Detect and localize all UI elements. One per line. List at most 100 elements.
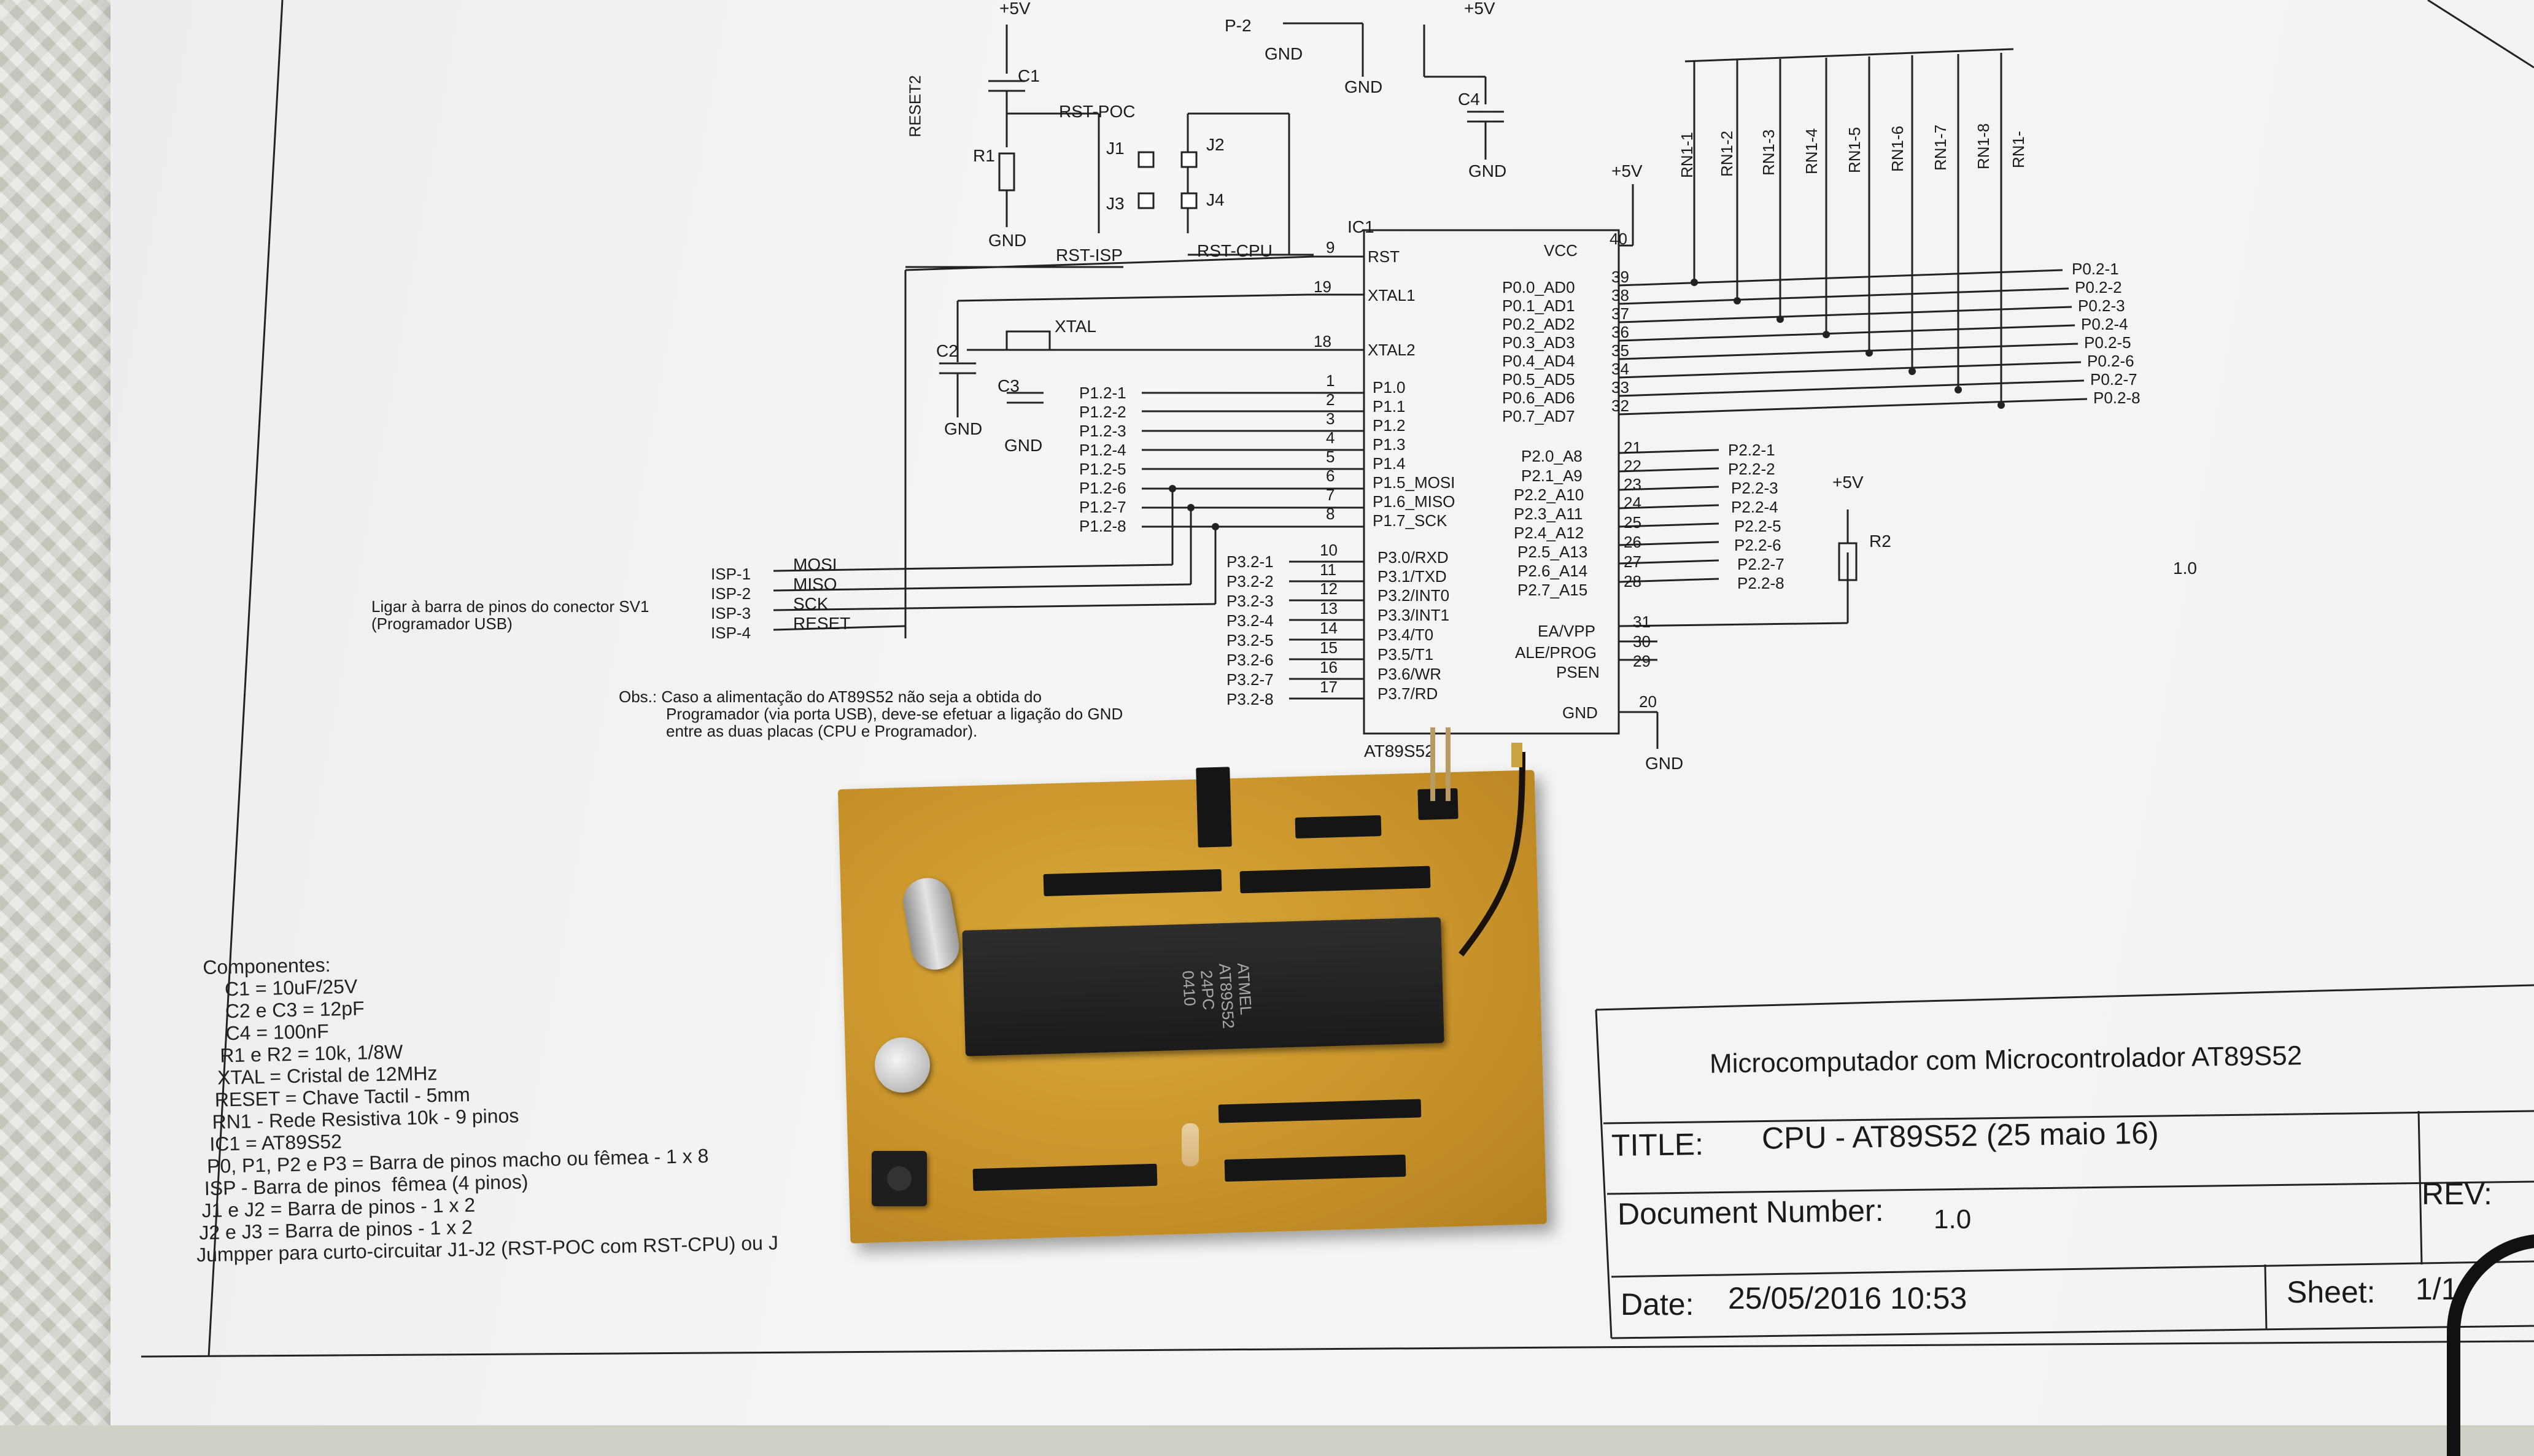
ic-pin-name: P1.7_SCK	[1373, 511, 1447, 530]
ic-pin-name: P1.0	[1373, 378, 1406, 397]
ic-pin-num: 39	[1611, 268, 1629, 286]
p0-label: P0.2-5	[2084, 333, 2131, 352]
resistor-component	[1182, 1123, 1199, 1166]
ic-pin-num: 20	[1639, 692, 1657, 711]
j1-label: J1	[1106, 139, 1125, 158]
date-label: Date:	[1621, 1287, 1694, 1322]
sheet-value: 1/1	[2416, 1272, 2458, 1306]
p0-label: P0.2-2	[2075, 278, 2122, 296]
p3-label: P3.2-4	[1226, 611, 1274, 630]
p1-label: P1.2-4	[1079, 441, 1126, 459]
isp-pin-label: ISP-4	[711, 624, 751, 642]
reset-tactile-button[interactable]	[872, 1151, 927, 1206]
ic-pin-name: P1.2	[1373, 416, 1406, 435]
ic-pin-name: XTAL1	[1368, 286, 1416, 304]
frame-bottom-edge	[141, 1340, 2534, 1358]
ic-pin-name: P0.4_AD4	[1502, 352, 1575, 370]
ic-pin-name: P3.3/INT1	[1377, 606, 1450, 624]
power-wire	[1459, 743, 1525, 957]
date-value: 25/05/2016 10:53	[1728, 1281, 1967, 1315]
ic-pin-num: 2	[1326, 390, 1335, 409]
xtal-label: XTAL	[1055, 317, 1096, 336]
r1-label: R1	[973, 146, 995, 165]
ic-pin-num: 22	[1624, 457, 1641, 475]
j3-label: J3	[1106, 194, 1125, 213]
rev-label: REV:	[2422, 1177, 2492, 1211]
chip-code: 24PC	[1197, 969, 1219, 1011]
sheet-label: Sheet:	[2287, 1275, 2376, 1309]
ic-pin-num: 11	[1320, 560, 1336, 579]
ic-pin-name: P0.1_AD1	[1502, 296, 1575, 315]
plus5v-label-reset: +5V	[999, 0, 1031, 18]
rst-isp-label: RST-ISP	[1056, 246, 1123, 265]
gnd-label-ic: GND	[1645, 754, 1684, 773]
ic-pin-name: P2.7_A15	[1517, 581, 1588, 599]
ic-pin-name: P3.5/T1	[1377, 645, 1434, 664]
ic-pin-num: 17	[1320, 678, 1338, 696]
p3-label: P3.2-3	[1226, 592, 1274, 610]
ic-pin-name: P0.6_AD6	[1502, 389, 1575, 407]
ic-pin-num: 19	[1314, 277, 1331, 296]
chip-logo: ATMEL	[1233, 962, 1256, 1016]
c2-label: C2	[936, 341, 958, 360]
p0-label: P0.2-7	[2090, 370, 2137, 389]
isp-pin-label: ISP-2	[711, 584, 751, 603]
ic-pin-name: ALE/PROG	[1515, 643, 1597, 662]
p2-label: P-2	[1225, 16, 1252, 35]
ic-pin-name: P3.7/RD	[1377, 684, 1438, 703]
p2-label-item: P2.2-6	[1734, 536, 1781, 554]
ic-pin-name: P3.4/T0	[1377, 625, 1434, 644]
p1-label: P1.2-5	[1079, 460, 1126, 478]
ic-pin-num: 31	[1633, 613, 1651, 631]
ic-pin-name: P2.5_A13	[1517, 543, 1588, 561]
ic-pin-num: 10	[1320, 541, 1338, 559]
ic-pin-name: PSEN	[1556, 663, 1600, 681]
ic-pin-num: 7	[1326, 486, 1335, 504]
ic-pin-num: 30	[1633, 632, 1651, 651]
isp-signal-label: RESET	[793, 614, 851, 633]
ic-pin-name: P0.2_AD2	[1502, 315, 1575, 333]
ic-pin-num: 1	[1326, 371, 1335, 390]
p3-label: P3.2-6	[1226, 651, 1274, 669]
ic-pin-name: P2.4_A12	[1514, 524, 1584, 542]
j4-label: J4	[1206, 190, 1225, 209]
ic-pin-name: P3.1/TXD	[1377, 567, 1447, 586]
electrolytic-capacitor	[875, 1037, 930, 1093]
p3-label: P3.2-7	[1226, 670, 1274, 689]
ic-pin-num: 18	[1314, 332, 1331, 350]
ic-pin-name: RST	[1368, 247, 1400, 266]
chip-part: AT89S52	[1215, 962, 1238, 1029]
p0-label: P0.2-8	[2093, 389, 2141, 407]
r2-label: R2	[1869, 532, 1891, 551]
ic-pin-num: 9	[1326, 238, 1335, 257]
gnd-label-c3: GND	[1004, 436, 1043, 455]
p2-label-item: P2.2-2	[1728, 460, 1775, 478]
plus5v-label-c4: +5V	[1464, 0, 1495, 18]
ic-pin-name: P1.1	[1373, 397, 1406, 416]
p2-label-item: P2.2-8	[1737, 574, 1784, 592]
p2-label-item: P2.2-3	[1731, 479, 1778, 497]
plus5v-label-vcc: +5V	[1611, 161, 1643, 180]
header-pin	[1446, 727, 1451, 801]
p3-label: P3.2-5	[1226, 631, 1274, 649]
p2-label-item: P2.2-1	[1728, 441, 1775, 459]
isp-pin-label: ISP-3	[711, 604, 751, 622]
p3-label: P3.2-1	[1226, 552, 1274, 571]
ic-pin-name: P1.3	[1373, 435, 1406, 454]
ic-pin-name: P0.3_AD3	[1502, 333, 1575, 352]
ic-pin-name: P2.0_A8	[1521, 447, 1583, 465]
c4-label: C4	[1458, 90, 1480, 109]
ic-pin-name: GND	[1562, 703, 1598, 722]
p1-label: P1.2-7	[1079, 498, 1126, 516]
p1-label: P1.2-8	[1079, 517, 1126, 535]
ic-pin-num: 36	[1611, 323, 1629, 341]
ic-pin-name: EA/VPP	[1538, 622, 1595, 640]
gnd-label-c4: GND	[1468, 161, 1507, 180]
ic-pin-num: 4	[1326, 428, 1335, 447]
ic-pin-name: VCC	[1544, 241, 1578, 260]
ic-pin-num: 13	[1320, 599, 1338, 618]
side-version-label: 1.0	[2173, 559, 2197, 578]
p2-label-item: P2.2-4	[1731, 498, 1778, 516]
obs-line3: entre as duas placas (CPU e Programador)…	[666, 722, 978, 740]
gnd-label-reset: GND	[988, 231, 1027, 250]
